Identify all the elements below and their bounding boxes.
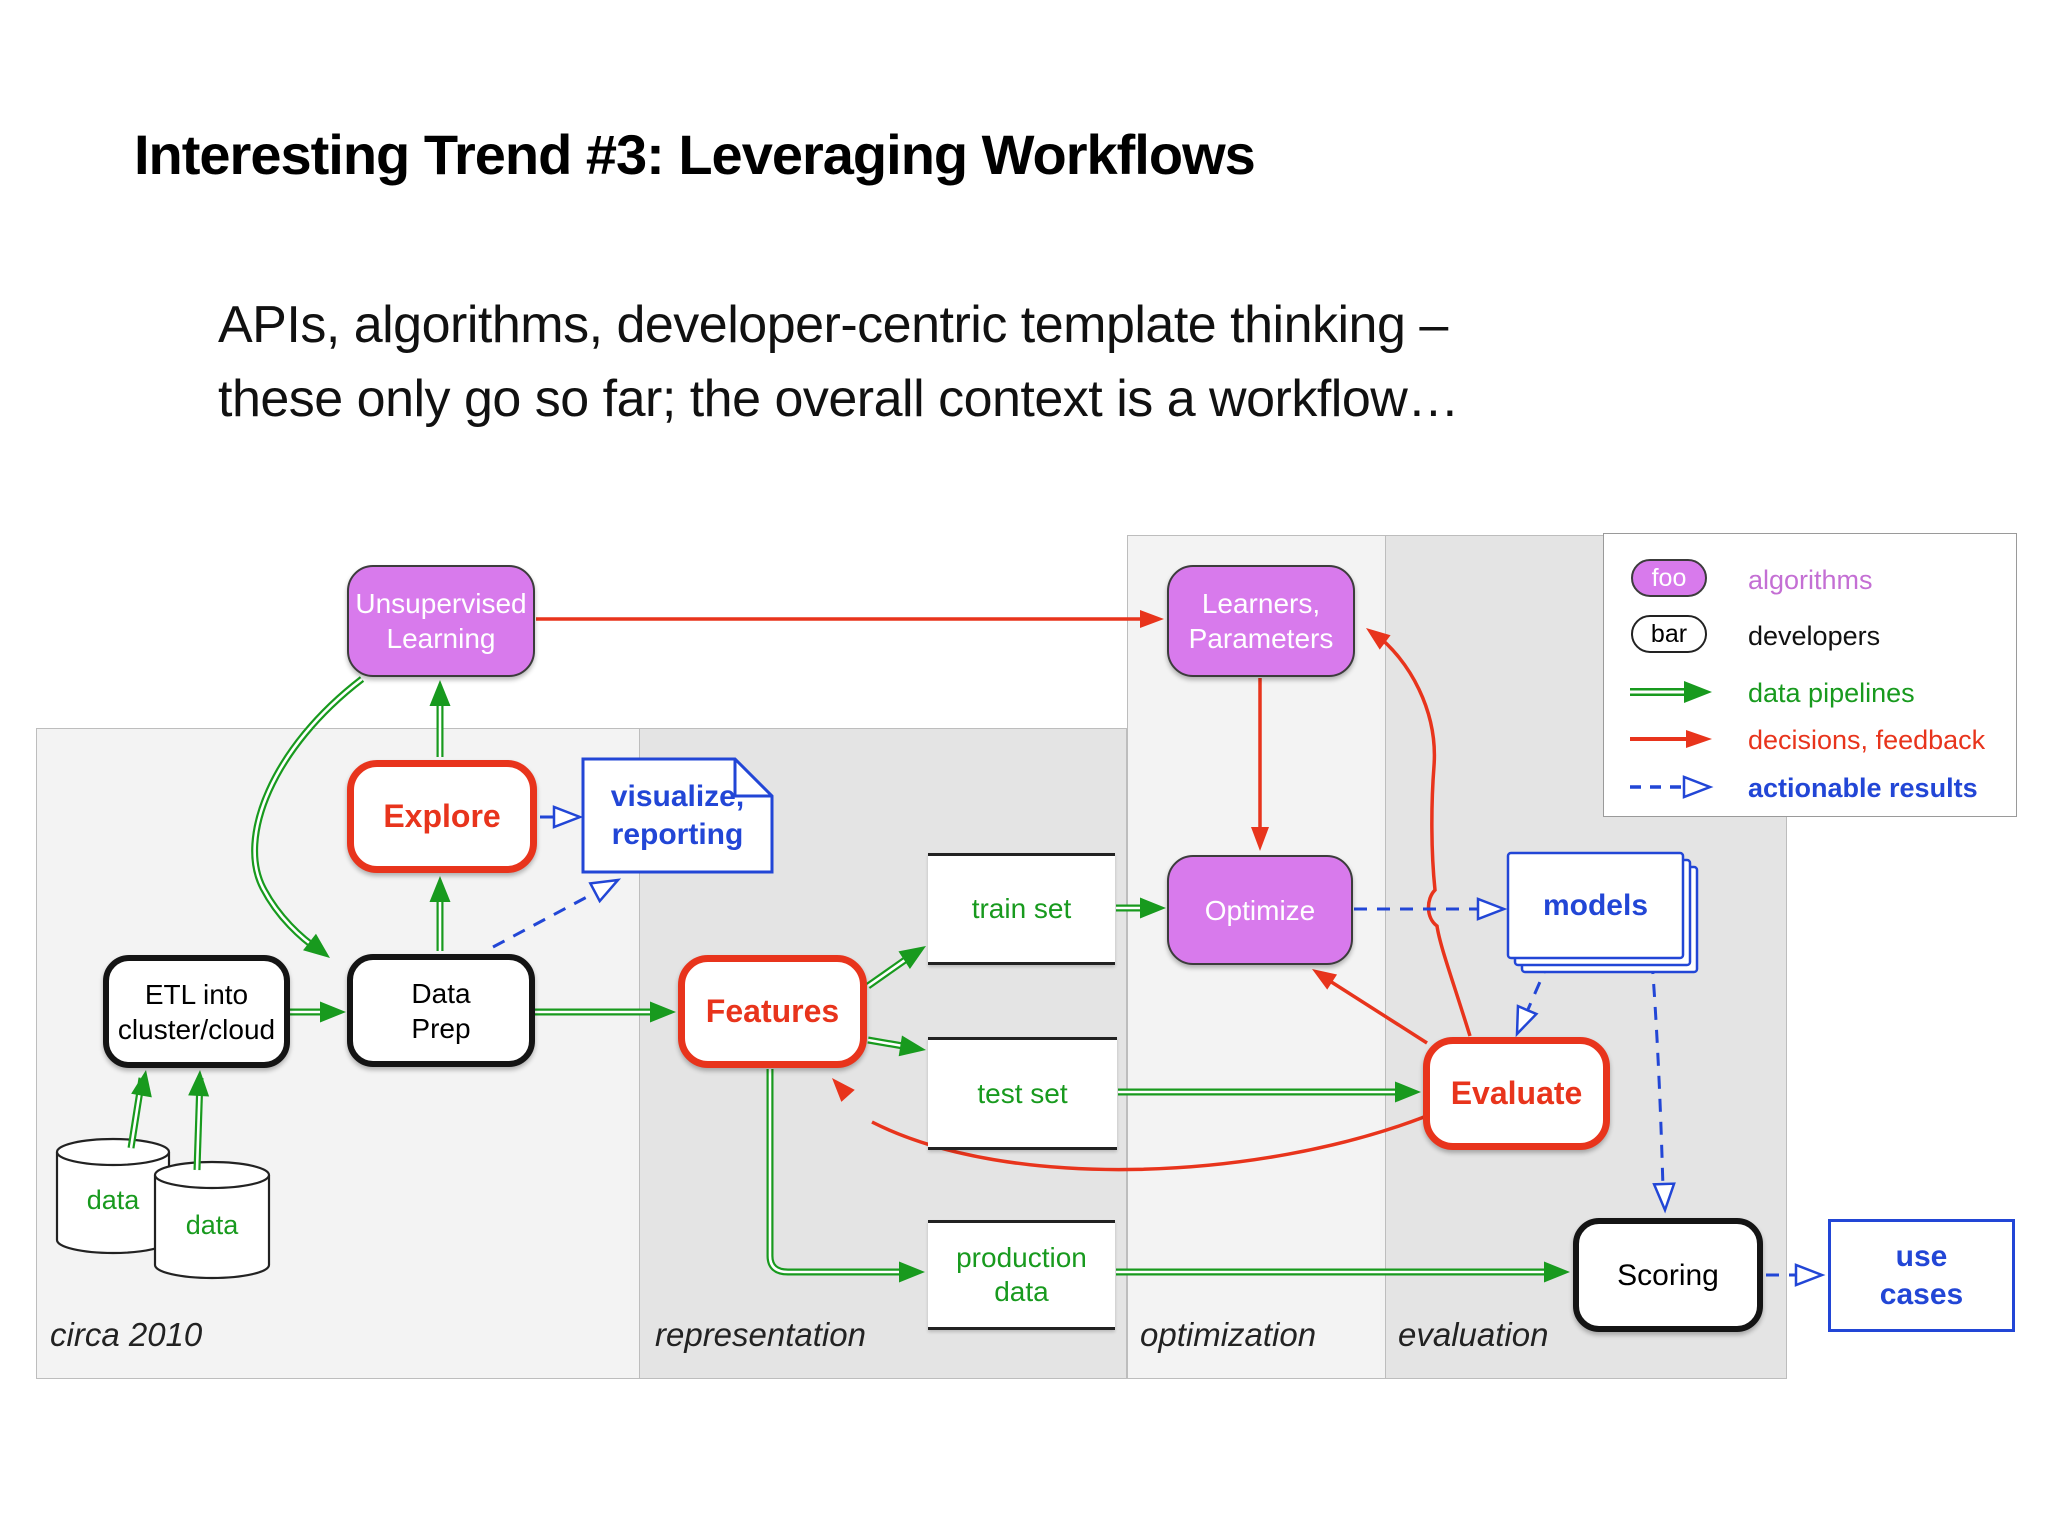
node-production-data: production data	[928, 1220, 1115, 1330]
node-data-prep: Data Prep	[347, 954, 535, 1067]
legend-label-actionable-results: actionable results	[1748, 773, 1978, 803]
legend-label-decisions-feedback: decisions, feedback	[1748, 725, 1986, 755]
node-learners-parameters: Learners, Parameters	[1167, 565, 1355, 677]
node-train-set: train set	[928, 853, 1115, 965]
node-unsupervised-learning: Unsupervised Learning	[347, 565, 535, 677]
legend-developer-sample: bar	[1631, 615, 1707, 653]
node-use-cases: use cases	[1828, 1219, 2015, 1332]
models-label: models	[1542, 888, 1649, 922]
node-explore: Explore	[347, 760, 537, 873]
node-scoring: Scoring	[1573, 1218, 1763, 1332]
section-label-representation: representation	[655, 1316, 866, 1353]
node-test-set: test set	[928, 1037, 1117, 1150]
actionable-results-arrow-icon	[1630, 775, 1714, 799]
legend-label-algorithms: algorithms	[1748, 565, 1873, 595]
section-label-evaluation: evaluation	[1398, 1316, 1549, 1353]
node-features: Features	[678, 955, 867, 1068]
feedback-arrow-icon	[1630, 730, 1712, 748]
legend-label-developers: developers	[1748, 621, 1881, 651]
legend-algorithm-sample: foo	[1631, 559, 1707, 597]
section-label-circa-2010: circa 2010	[50, 1316, 203, 1353]
node-evaluate: Evaluate	[1423, 1037, 1610, 1150]
section-label-optimization: optimization	[1140, 1316, 1317, 1353]
document-label-visualize-reporting: visualize, reporting	[610, 780, 745, 851]
cylinder-label-data-1: data	[86, 1184, 140, 1215]
node-etl: ETL into cluster/cloud	[103, 955, 290, 1068]
slide-title: Interesting Trend #3: Leveraging Workflo…	[134, 123, 1256, 186]
node-optimize: Optimize	[1167, 855, 1353, 965]
legend: foo algorithms bar developers data pipel…	[1603, 533, 2017, 817]
data-pipeline-arrow-icon	[1630, 681, 1712, 703]
intro-text: APIs, algorithms, developer-centric temp…	[218, 296, 1459, 428]
legend-label-data-pipelines: data pipelines	[1748, 678, 1915, 708]
cylinder-label-data-2: data	[185, 1209, 239, 1240]
